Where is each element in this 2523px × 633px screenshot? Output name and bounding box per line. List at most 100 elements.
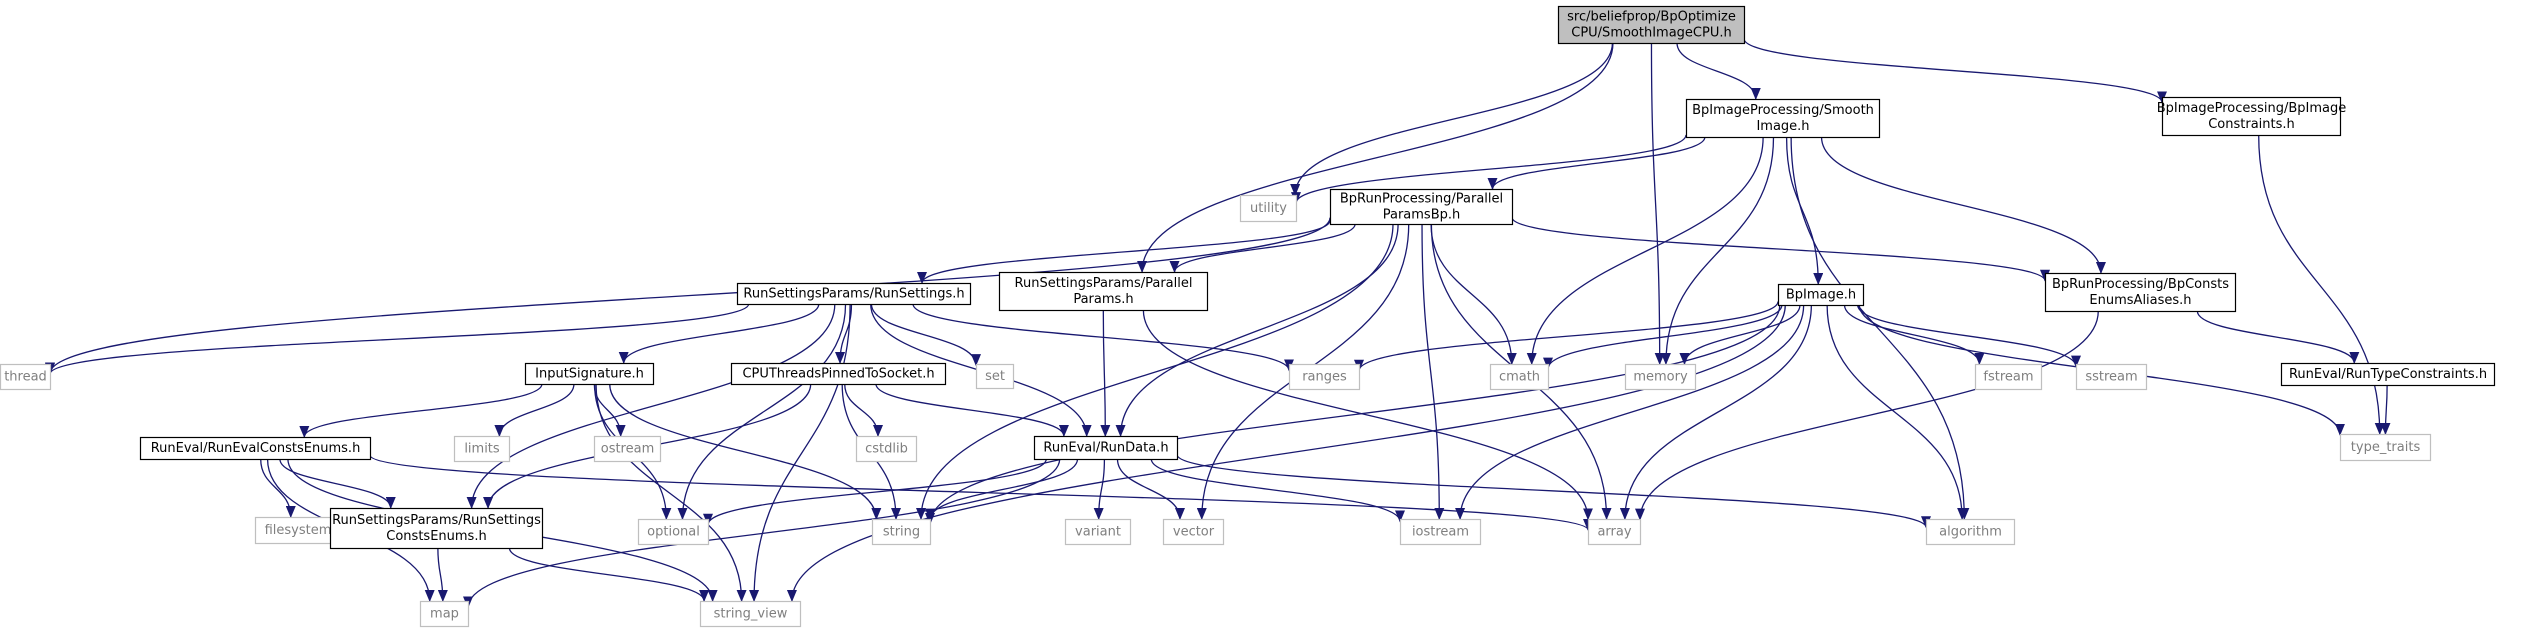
edge-inputsig-to-runevalconsts <box>299 383 543 438</box>
node-limits: limits <box>453 435 511 463</box>
node-inputsig-label-0: InputSignature.h <box>535 367 644 382</box>
node-cputhreads-label-0: CPUThreadsPinnedToSocket.h <box>742 367 934 382</box>
node-algorithm-label-0: algorithm <box>1939 525 2002 540</box>
edge-parallelbp-to-cmath <box>1430 223 1517 365</box>
node-typetraits-label-0: type_traits <box>2351 440 2421 455</box>
node-variant-label-0: variant <box>1075 525 1121 540</box>
edge-bpimage-to-iostream <box>1455 304 1805 520</box>
node-vector: vector <box>1162 518 1225 546</box>
edge-parallelparams-to-rundata <box>1100 309 1111 437</box>
node-string: string <box>871 518 932 546</box>
edge-rundata-to-variant <box>1093 458 1106 520</box>
node-stringview: string_view <box>699 600 802 628</box>
edge-root-to-utility <box>1290 42 1614 196</box>
edge-bpimage-to-memory <box>1679 304 1801 365</box>
edge-inputsig-to-stringview <box>595 383 747 602</box>
edge-runsettings-to-inputsig <box>618 303 820 364</box>
node-set: set <box>975 363 1015 390</box>
node-set-box <box>975 363 1015 390</box>
edge-parallelparams-to-array <box>1142 309 1593 521</box>
node-bpconsts-label-1: EnumsAliases.h <box>2089 293 2191 308</box>
edge-runsettings-to-cputhreads <box>835 303 853 364</box>
edge-runevalconsts-to-array <box>369 454 1593 531</box>
node-array-label-0: array <box>1597 525 1631 540</box>
node-variant-box <box>1064 518 1132 546</box>
node-parallelparams-box <box>998 271 1209 312</box>
edge-root-to-memory <box>1650 42 1665 365</box>
node-set-label-0: set <box>985 369 1005 384</box>
edge-bpconsts-to-runtypeconstr <box>2196 310 2360 364</box>
node-root[interactable]: src/beliefprop/BpOptimizeCPU/SmoothImage… <box>1557 5 1746 45</box>
edge-smoothimage-to-utility <box>1291 134 1687 205</box>
edge-runevalconsts-to-rsconsts <box>279 458 396 509</box>
node-memory-box <box>1624 363 1697 391</box>
edge-bpimage-to-cmath <box>1543 304 1783 370</box>
node-optional-label-0: optional <box>647 525 700 540</box>
node-map-label-0: map <box>430 607 459 622</box>
node-cputhreads[interactable]: CPUThreadsPinnedToSocket.h <box>730 362 947 386</box>
node-rsconsts-box <box>329 507 544 550</box>
node-memory-label-0: memory <box>1633 370 1688 385</box>
edge-rundata-to-map <box>463 458 1061 609</box>
node-utility-label-0: utility <box>1250 201 1287 216</box>
node-runtypeconstr[interactable]: RunEval/RunTypeConstraints.h <box>2280 362 2496 387</box>
node-sstream-label-0: sstream <box>2085 370 2137 385</box>
node-runevalconsts[interactable]: RunEval/RunEvalConstsEnums.h <box>139 436 372 461</box>
edge-rundata-to-string <box>925 458 1079 521</box>
edge-bpimage-to-algorithm <box>1826 304 1968 520</box>
edge-rsconsts-to-map <box>437 547 448 602</box>
node-fstream: fstream <box>1974 363 2043 391</box>
node-runsettings[interactable]: RunSettingsParams/RunSettings.h <box>736 282 972 306</box>
edge-root-to-smoothimage <box>1676 42 1761 100</box>
node-smoothimage-box <box>1685 98 1881 139</box>
node-bpimgconstr-label-0: BpImageProcessing/BpImage <box>2157 101 2347 116</box>
node-bpimage[interactable]: BpImage.h <box>1777 283 1865 307</box>
node-bpimgconstr-box <box>2161 96 2342 137</box>
node-inputsig[interactable]: InputSignature.h <box>524 362 655 386</box>
node-runsettings-box <box>736 282 972 306</box>
edge-parallelbp-to-thread <box>45 217 1331 375</box>
node-rsconsts[interactable]: RunSettingsParams/RunSettingsConstsEnums… <box>329 507 544 550</box>
edge-bpimage-to-ranges <box>1354 301 1779 372</box>
node-utility-box <box>1239 194 1298 223</box>
node-cstdlib-label-0: cstdlib <box>865 442 908 457</box>
node-cputhreads-box <box>730 362 947 386</box>
node-bpimage-box <box>1777 283 1865 307</box>
node-parallelbp-box <box>1329 188 1514 226</box>
node-array-box <box>1587 518 1642 546</box>
edge-smoothimage-to-cmath <box>1526 136 1764 365</box>
node-rundata-label-0: RunEval/RunData.h <box>1043 441 1168 456</box>
node-stringview-box <box>699 600 802 628</box>
node-rundata[interactable]: RunEval/RunData.h <box>1033 435 1179 461</box>
node-root-box <box>1557 5 1746 45</box>
node-vector-label-0: vector <box>1173 525 1215 540</box>
node-fstream-label-0: fstream <box>1983 370 2033 385</box>
edge-bpimage-to-stringview <box>787 304 1786 602</box>
node-cmath-box <box>1489 363 1550 391</box>
edge-smoothimage-to-bpimage <box>1785 136 1824 285</box>
node-iostream-label-0: iostream <box>1412 525 1469 540</box>
node-limits-box <box>453 435 511 463</box>
node-thread-label-0: thread <box>4 370 47 385</box>
node-cmath: cmath <box>1489 363 1550 391</box>
node-variant: variant <box>1064 518 1132 546</box>
node-rundata-box <box>1033 435 1179 461</box>
node-stringview-label-0: string_view <box>714 607 788 622</box>
edge-runtypeconstr-to-typetraits <box>2380 384 2391 435</box>
node-cstdlib: cstdlib <box>855 435 918 463</box>
node-smoothimage[interactable]: BpImageProcessing/SmoothImage.h <box>1685 98 1881 139</box>
edge-bpimgconstr-to-typetraits <box>2258 134 2385 435</box>
node-optional: optional <box>637 518 710 546</box>
node-bpimage-label-0: BpImage.h <box>1786 288 1856 303</box>
node-map: map <box>419 600 470 628</box>
node-rsconsts-label-1: ConstsEnums.h <box>386 529 486 544</box>
edge-parallelbp-to-parallelparams <box>1169 223 1356 273</box>
node-runevalconsts-box <box>139 436 372 461</box>
node-map-box <box>419 600 470 628</box>
node-ostream-box <box>593 435 662 463</box>
